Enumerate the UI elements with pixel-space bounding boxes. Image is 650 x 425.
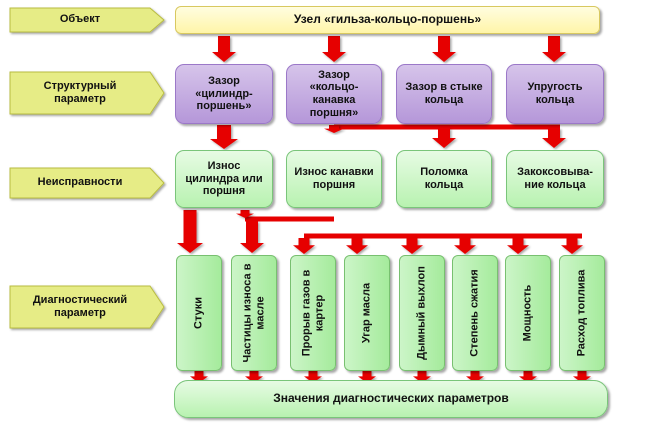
down-arrow	[507, 238, 529, 254]
down-arrow	[542, 36, 566, 62]
param-label: Мощность	[521, 284, 534, 342]
label-arrow-shape	[9, 7, 165, 33]
label-arrow-shape	[9, 167, 165, 199]
ring-breakage-box: Поломка кольца	[396, 150, 492, 208]
down-arrow	[210, 125, 238, 149]
ring-coking-box: Закоксовыва- ние кольца	[506, 150, 604, 208]
param-oil-burn: Угар масла	[344, 255, 390, 371]
down-arrow	[466, 371, 484, 383]
down-arrow	[432, 128, 456, 148]
param-label: Дымный выхлоп	[415, 266, 428, 360]
down-arrow	[240, 221, 264, 253]
label-diagnostic-parameter: Диагностический параметр	[32, 293, 128, 319]
down-arrow	[401, 238, 423, 254]
param-label: Угар масла	[360, 282, 373, 344]
values-box: Значения диагностических параметров	[174, 380, 608, 418]
down-arrow	[573, 371, 591, 383]
down-arrow	[454, 238, 476, 254]
down-arrow	[561, 238, 583, 254]
down-arrow	[519, 371, 537, 383]
label-arrow-shape	[9, 285, 165, 329]
param-compression: Степень сжатия	[452, 255, 498, 371]
label-faults: Неисправности	[37, 176, 123, 189]
down-arrow	[304, 371, 322, 383]
down-arrow	[542, 128, 566, 148]
down-arrow	[190, 371, 208, 383]
gap-cylinder-piston-box: Зазор «цилиндр- поршень»	[175, 64, 273, 124]
param-label: Стуки	[192, 297, 205, 329]
param-wear-particles: Частицы износа в масле	[231, 255, 277, 371]
down-arrow	[245, 371, 263, 383]
label-arrow-shape	[9, 71, 165, 115]
param-power: Мощность	[505, 255, 551, 371]
param-knocks: Стуки	[176, 255, 222, 371]
gap-ring-joint-box: Зазор в стыке кольца	[396, 64, 492, 124]
wear-cylinder-piston-box: Износ цилиндра или поршня	[175, 150, 273, 208]
gap-ring-groove-box: Зазор «кольцо- канавка поршня»	[286, 64, 382, 124]
param-label: Расход топлива	[575, 269, 588, 357]
down-arrow	[236, 210, 254, 218]
down-arrow	[432, 36, 456, 62]
down-arrow	[358, 371, 376, 383]
param-blowby: Прорыв газов в картер	[290, 255, 336, 371]
down-arrow	[293, 238, 315, 254]
ring-elasticity-box: Упругость кольца	[506, 64, 604, 124]
param-smoky-exhaust: Дымный выхлоп	[399, 255, 445, 371]
down-arrow	[212, 36, 236, 62]
down-arrow	[322, 36, 346, 62]
param-label: Степень сжатия	[468, 269, 481, 357]
down-arrow	[413, 371, 431, 383]
param-label: Прорыв газов в картер	[300, 269, 325, 357]
down-arrow	[324, 125, 344, 133]
label-object: Объект	[59, 13, 101, 26]
label-structural-parameter: Структурный параметр	[43, 79, 117, 105]
unit-box: Узел «гильза-кольцо-поршень»	[175, 6, 600, 34]
wear-piston-groove-box: Износ канавки поршня	[286, 150, 382, 208]
param-label: Частицы износа в масле	[241, 263, 266, 363]
down-arrow	[346, 238, 368, 254]
param-fuel-consumption: Расход топлива	[559, 255, 605, 371]
down-arrow	[177, 210, 203, 253]
